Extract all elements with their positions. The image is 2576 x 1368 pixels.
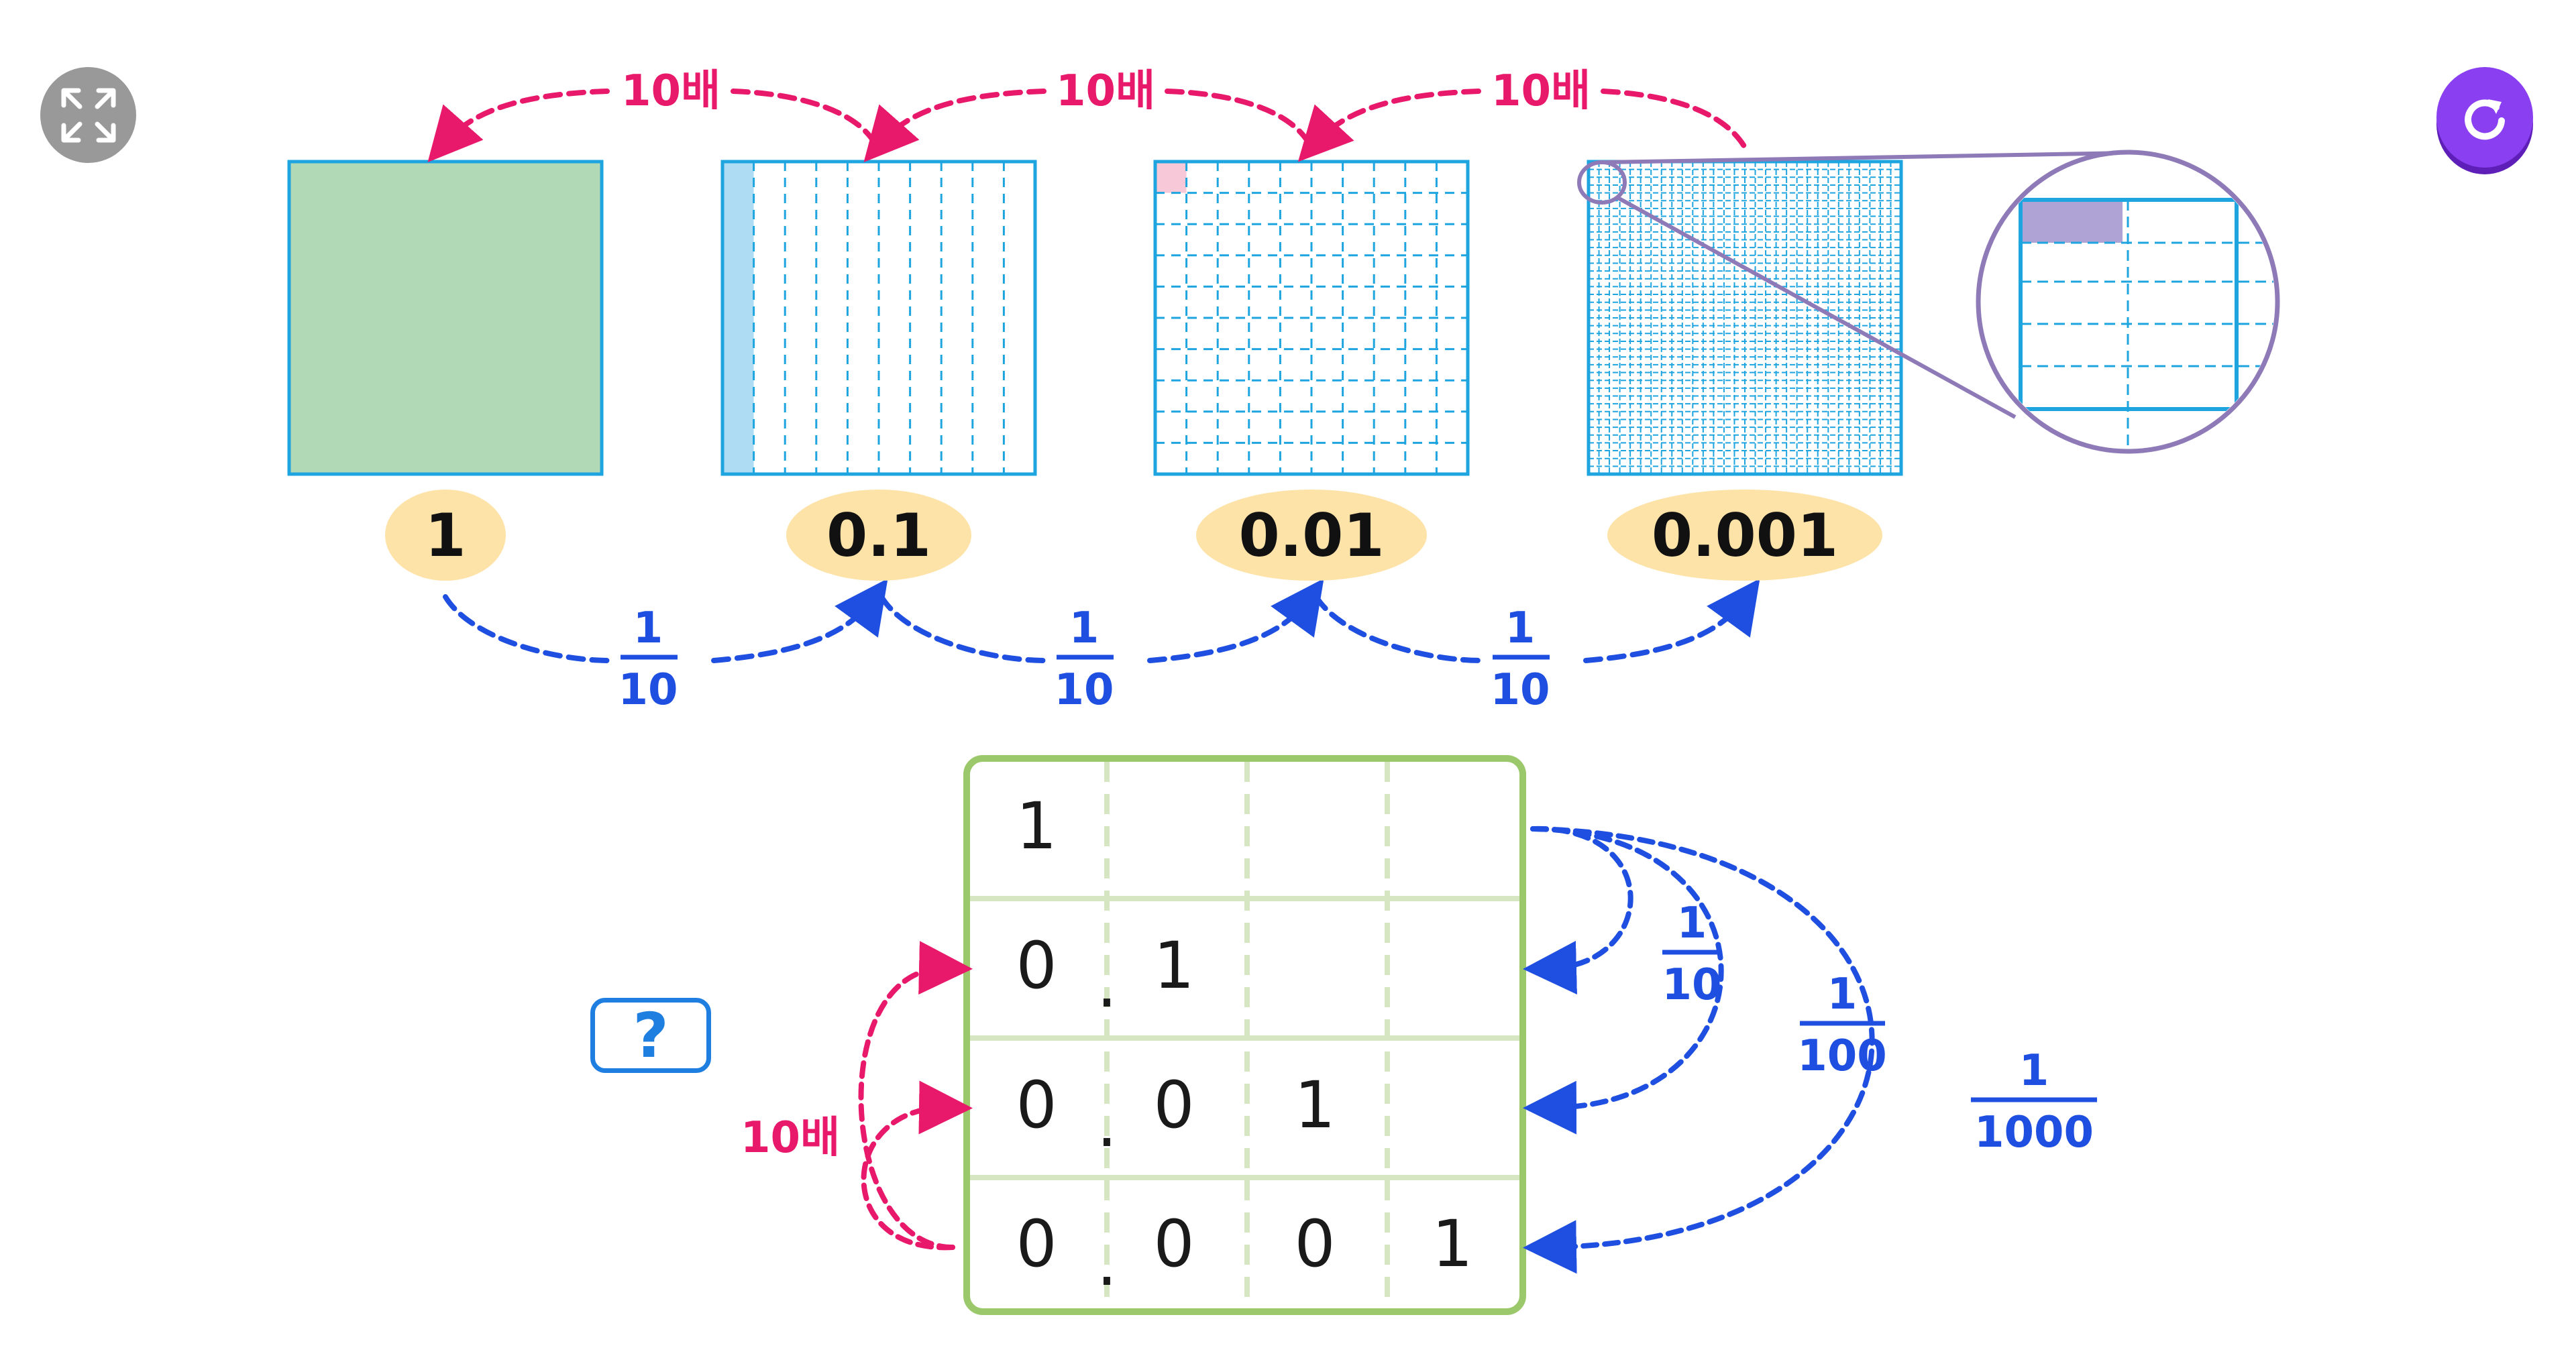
table-digit: 0 — [1153, 1206, 1194, 1281]
left-arrow-label: 10배 — [741, 1113, 840, 1163]
top-arrow-2-tail — [1165, 89, 1312, 147]
refresh-button[interactable] — [2436, 67, 2533, 168]
left-arrow-to-tenth — [858, 941, 973, 1250]
square-one — [287, 160, 604, 476]
left-arrows — [858, 941, 973, 1251]
table-digit: 0 — [1016, 928, 1057, 1003]
place-value-table: 1 0 1 0 0 1 0 0 0 1 ... — [963, 755, 1526, 1315]
bottom-fraction-1: 1 10 — [618, 604, 678, 715]
square-thousandths — [1587, 160, 1903, 476]
svg-text:1: 1 — [2019, 1046, 2049, 1096]
value-pill-1: 1 — [385, 490, 506, 581]
table-digit: 1 — [1016, 789, 1057, 864]
bottom-arrow-3 — [1583, 578, 1760, 663]
top-arrow-1 — [427, 89, 610, 162]
value-pill-4: 0.001 — [1607, 490, 1882, 581]
right-fraction-3: 1 1000 — [1971, 1046, 2097, 1157]
table-digit: 0 — [1016, 1068, 1057, 1143]
svg-text:1: 1 — [1677, 899, 1707, 948]
svg-text:1: 1 — [1069, 604, 1099, 653]
decimal-point: . — [1097, 947, 1118, 1022]
table-digit: 1 — [1294, 1068, 1335, 1143]
bottom-arrow-2 — [1147, 578, 1324, 663]
top-arrow-3 — [1297, 89, 1481, 162]
square-hundredths — [1153, 160, 1470, 476]
bottom-arrow-2-head — [879, 594, 1049, 663]
top-arrows — [427, 89, 1747, 162]
top-arrow-1-tail — [731, 89, 878, 147]
svg-text:1000: 1000 — [1974, 1108, 2094, 1157]
left-arrow-to-hundredth — [861, 1080, 973, 1251]
table-digit: 0 — [1016, 1206, 1057, 1281]
table-digit: 0 — [1294, 1206, 1335, 1281]
decimal-point: . — [1097, 1086, 1118, 1161]
right-arrow-tenth — [1523, 825, 1633, 994]
magnifier — [1577, 150, 2280, 454]
question-box[interactable]: ? — [590, 998, 711, 1073]
top-arrow-label-3: 10배 — [1491, 66, 1591, 116]
value-pill-3: 0.01 — [1196, 490, 1427, 581]
decimal-point: . — [1097, 1225, 1118, 1300]
bottom-arrow-3-head — [1313, 594, 1485, 663]
svg-text:10: 10 — [618, 665, 678, 715]
top-arrow-3-tail — [1601, 89, 1747, 149]
svg-text:1: 1 — [1505, 604, 1536, 653]
bottom-arrows — [443, 578, 1760, 663]
refresh-icon — [2465, 99, 2505, 140]
right-arrows — [1523, 825, 1875, 1274]
top-arrow-label-2: 10배 — [1056, 66, 1155, 116]
top-arrow-2 — [863, 89, 1046, 162]
table-digit: 0 — [1153, 1068, 1194, 1143]
svg-text:1: 1 — [1827, 970, 1858, 1019]
right-fraction-1: 1 10 — [1662, 899, 1721, 1010]
bottom-fraction-2: 1 10 — [1054, 604, 1114, 715]
expand-arrows-icon — [61, 88, 115, 142]
svg-text:10: 10 — [1054, 665, 1114, 715]
svg-text:10: 10 — [1490, 665, 1550, 715]
expand-button[interactable] — [40, 67, 136, 163]
bottom-arrow-1-head — [443, 594, 613, 663]
svg-text:10: 10 — [1662, 960, 1721, 1010]
right-arrow-hundredth — [1523, 826, 1724, 1135]
svg-text:1: 1 — [633, 604, 663, 653]
table-digit: 1 — [1153, 928, 1194, 1003]
value-pill-2: 0.1 — [786, 490, 971, 581]
bottom-arrow-1 — [711, 578, 888, 663]
square-tenths — [720, 160, 1037, 476]
bottom-fraction-3: 1 10 — [1490, 604, 1550, 715]
table-digit: 1 — [1432, 1206, 1472, 1281]
svg-text:100: 100 — [1797, 1031, 1887, 1081]
right-arrow-thousandth — [1523, 826, 1875, 1274]
top-arrow-label-1: 10배 — [621, 66, 720, 116]
right-fraction-2: 1 100 — [1797, 970, 1887, 1081]
